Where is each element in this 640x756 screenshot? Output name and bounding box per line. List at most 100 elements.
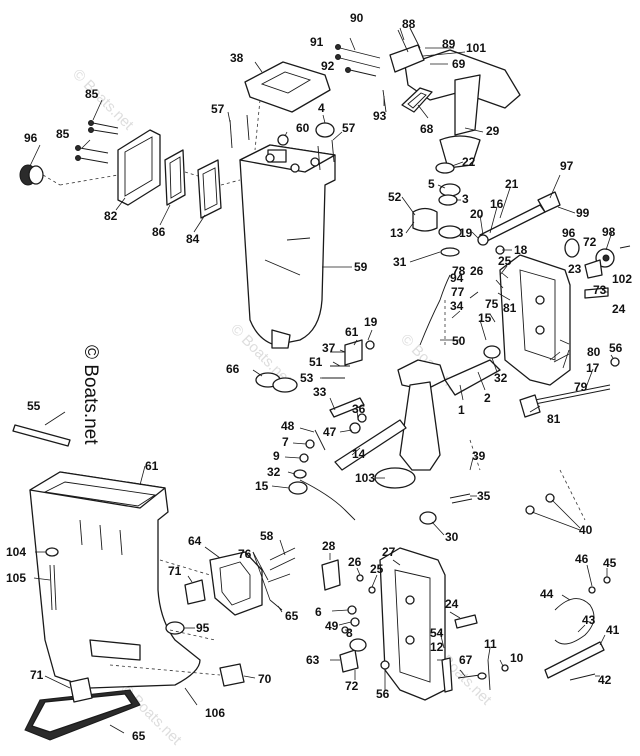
callout-59: 59	[354, 260, 368, 274]
callout-21: 21	[505, 177, 519, 191]
part-14-tube	[334, 419, 407, 471]
part-59-housing	[239, 144, 336, 349]
callout-19: 19	[459, 226, 473, 240]
callout-14: 14	[352, 447, 366, 461]
callout-105: 104	[6, 545, 26, 559]
callout-9: 9	[273, 449, 280, 463]
callout-104: 102	[612, 272, 632, 286]
callout-10: 10	[510, 651, 524, 665]
callout-36: 36	[352, 402, 366, 416]
callout-24: 24	[612, 302, 626, 316]
callout-80: 80	[587, 345, 601, 359]
callout-15: 15	[478, 311, 492, 325]
callout-72: 71	[30, 668, 44, 682]
callout-38: 38	[230, 51, 244, 65]
callout-95: 95	[196, 621, 210, 635]
callout-101: 99	[576, 206, 590, 220]
callout-69: 68	[420, 122, 434, 136]
callout-73: 72	[583, 235, 597, 249]
part-85-plate	[197, 159, 222, 219]
callout-26: 26	[348, 555, 362, 569]
callout-90: 90	[350, 11, 364, 25]
callout-12: 12	[430, 640, 444, 654]
part-29-swivel-shaft	[439, 135, 481, 169]
callout-37: 37	[322, 341, 336, 355]
callout-25: 25	[370, 562, 384, 576]
callout-32: 32	[267, 465, 281, 479]
callout-60: 60	[296, 121, 310, 135]
callout-18: 18	[514, 243, 528, 257]
callout-41: 41	[606, 623, 620, 637]
callout-84: 82	[104, 209, 118, 223]
part-64-bracket	[209, 551, 263, 616]
callout-67: 66	[226, 362, 240, 376]
part-4-bushing	[315, 122, 335, 138]
callout-labels: 96 85 85 82 86 84 38 57 60 4 57 59 90 91…	[6, 11, 632, 743]
callout-99: 98	[602, 225, 616, 239]
callout-33: 33	[313, 385, 327, 399]
callout-44: 44	[540, 587, 554, 601]
part-86-bolts	[75, 120, 119, 164]
callout-48: 48	[281, 419, 295, 433]
callout-27: 27	[382, 545, 396, 559]
callout-86: 85	[85, 87, 99, 101]
callout-22: 22	[462, 155, 476, 169]
callout-93: 93	[373, 109, 387, 123]
callout-26: 26	[470, 264, 484, 278]
callout-61: 61	[145, 459, 159, 473]
callout-56: 56	[376, 687, 390, 701]
callout-77: 77	[451, 285, 465, 299]
callout-74: 73	[593, 283, 607, 297]
callout-24: 24	[445, 597, 459, 611]
callout-46: 46	[575, 552, 589, 566]
callout-96: 96	[24, 131, 38, 145]
callout-43: 43	[582, 613, 596, 627]
callout-16: 16	[490, 197, 504, 211]
callout-89: 89	[442, 37, 456, 51]
callout-65: 65	[132, 729, 146, 743]
callout-62: 61	[345, 325, 359, 339]
part-84-cover	[117, 129, 161, 206]
part-44-cable	[554, 598, 595, 645]
callout-85: 84	[186, 232, 200, 246]
part-41-anode	[544, 641, 605, 679]
callout-35: 35	[477, 489, 491, 503]
callout-56: 56	[609, 341, 623, 355]
callout-82: 81	[547, 412, 561, 426]
part-60-plug	[277, 134, 289, 146]
callout-11: 11	[484, 637, 497, 651]
callout-63: 63	[306, 653, 320, 667]
callout-57: 57	[211, 102, 225, 116]
callout-51: 51	[309, 355, 323, 369]
callout-76: 76	[238, 547, 252, 561]
callout-50: 50	[452, 334, 466, 348]
callout-98: 97	[560, 159, 574, 173]
part-24-bolt	[584, 287, 609, 299]
part-57-stud	[229, 119, 233, 149]
callout-52: 52	[388, 190, 402, 204]
callout-1: 1	[458, 403, 465, 417]
callout-75: 75	[485, 297, 499, 311]
part-38-plate	[244, 61, 331, 113]
callout-94: 94	[450, 271, 464, 285]
callout-71: 70	[258, 672, 272, 686]
callout-23: 23	[568, 262, 582, 276]
callout-30: 30	[445, 530, 459, 544]
callout-15: 15	[255, 479, 269, 493]
callout-106: 105	[6, 571, 26, 585]
callout-102: 101	[466, 41, 486, 55]
part-69-gasket	[401, 87, 433, 113]
callout-20: 20	[470, 207, 484, 221]
callout-6: 6	[315, 605, 322, 619]
part-107-housing	[29, 471, 201, 689]
callout-42: 42	[598, 673, 612, 687]
part-55-tube	[12, 424, 71, 447]
callout-72: 71	[168, 564, 182, 578]
callout-78: 78	[452, 264, 466, 278]
callout-45: 45	[603, 556, 617, 570]
callout-97: 96	[562, 226, 576, 240]
callout-49: 49	[325, 619, 339, 633]
callout-64: 64	[188, 534, 202, 548]
callout-31: 31	[393, 255, 407, 269]
